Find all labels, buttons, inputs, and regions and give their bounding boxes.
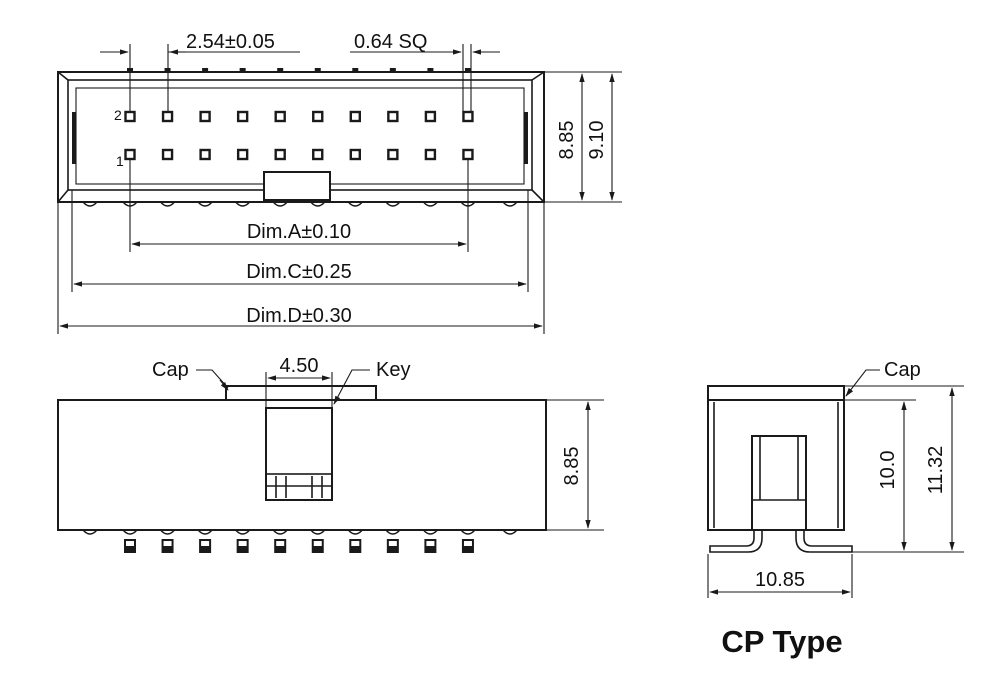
bottom-bump [235,201,251,207]
pin-square [462,110,474,123]
end-total-height-label: 11.32 [925,446,947,495]
pin-square [312,148,324,161]
end-cap-label: Cap [884,359,921,381]
pin-tip [277,68,284,72]
pin-square [199,110,211,123]
pin-square [199,148,211,161]
side-leads [124,539,474,553]
pin-grid [124,110,474,161]
dim-a-label: Dim.A±0.10 [247,221,351,243]
end-lead-left [709,530,763,553]
lead-foot [462,546,473,552]
pin-square [424,148,437,161]
side-latch-right [524,112,528,164]
end-lead-right [795,530,853,553]
side-key-label: Key [376,359,410,381]
bottom-bump [235,529,251,535]
bottom-bump [272,529,288,535]
pin2-label: 2 [114,107,122,123]
pin-tip [202,68,209,72]
lead-foot [350,546,361,552]
pin-square [124,148,136,161]
pin-square [161,148,174,161]
pin-square [124,110,136,123]
bottom-bump [160,529,176,535]
dim-c-label: Dim.C±0.25 [246,261,351,283]
pin-tip [464,68,471,72]
pin-square [424,110,437,123]
bottom-bump [422,529,438,535]
bottom-bump [460,529,476,535]
pin-square [349,110,361,123]
pin-tip [427,68,434,72]
bottom-bump [385,529,401,535]
pin-tip [314,68,321,72]
pin-size-label: 0.64 SQ [354,31,427,53]
bottom-bump [347,529,363,535]
pin-tip [352,68,359,72]
pin1-label: 1 [116,153,124,169]
side-cap-label: Cap [152,359,189,381]
bottom-bump [197,529,213,535]
pin-square [387,148,399,161]
bottom-bump [385,201,401,207]
lead-foot [237,546,248,552]
pin-square [161,110,174,123]
lead-foot [312,546,323,552]
bottom-bump [272,201,288,207]
pin-square [462,148,474,161]
pin-square [312,110,324,123]
pin-tip [389,68,396,72]
lead-foot [200,546,211,552]
bottom-bump [82,529,98,535]
side-latch-left [72,112,76,164]
pitch-dimension-label: 2.54±0.05 [186,31,275,53]
pin-square [387,110,399,123]
side-view: Cap Key 4.50 8.85 [57,355,604,553]
lead-foot [387,546,398,552]
end-key [751,435,807,531]
height-8-85-label: 8.85 [556,121,578,160]
top-bottom-bumps [82,201,518,207]
pin-tip [239,68,246,72]
dim-d-label: Dim.D±0.30 [246,305,351,327]
bottom-bump [502,201,518,207]
lead-foot [162,546,173,552]
lead-foot [275,546,286,552]
pin-square [236,148,249,161]
bottom-bump [502,529,518,535]
pin-square [349,148,361,161]
top-housing-cavity [75,87,525,185]
bottom-bump [347,201,363,207]
bottom-bump [122,529,138,535]
bottom-bump [310,529,326,535]
bottom-bump [310,201,326,207]
key-width-label: 4.50 [280,355,319,377]
bottom-bump [422,201,438,207]
pin-square [274,148,286,161]
end-view: Cap 10.0 11.32 10.85 CP Type [707,359,964,659]
pin-square [236,110,249,123]
bottom-bump [82,201,98,207]
key-notch [263,171,331,201]
end-inner-height-label: 10.0 [877,451,899,490]
side-key [265,407,333,501]
side-bottom-bumps [82,529,518,535]
height-9-10-label: 9.10 [586,121,608,160]
end-width-label: 10.85 [755,569,805,591]
cp-type-title: CP Type [721,624,842,659]
side-height-label: 8.85 [561,447,583,486]
lead-foot [125,546,135,552]
top-housing-outer [57,71,545,203]
bottom-bump [160,201,176,207]
lead-foot [425,546,436,552]
top-view: 2 1 2.54±0.05 0.64 SQ 8.85 9.10 Dim.A±0.… [57,31,622,334]
bottom-bump [197,201,213,207]
pin-square [274,110,286,123]
